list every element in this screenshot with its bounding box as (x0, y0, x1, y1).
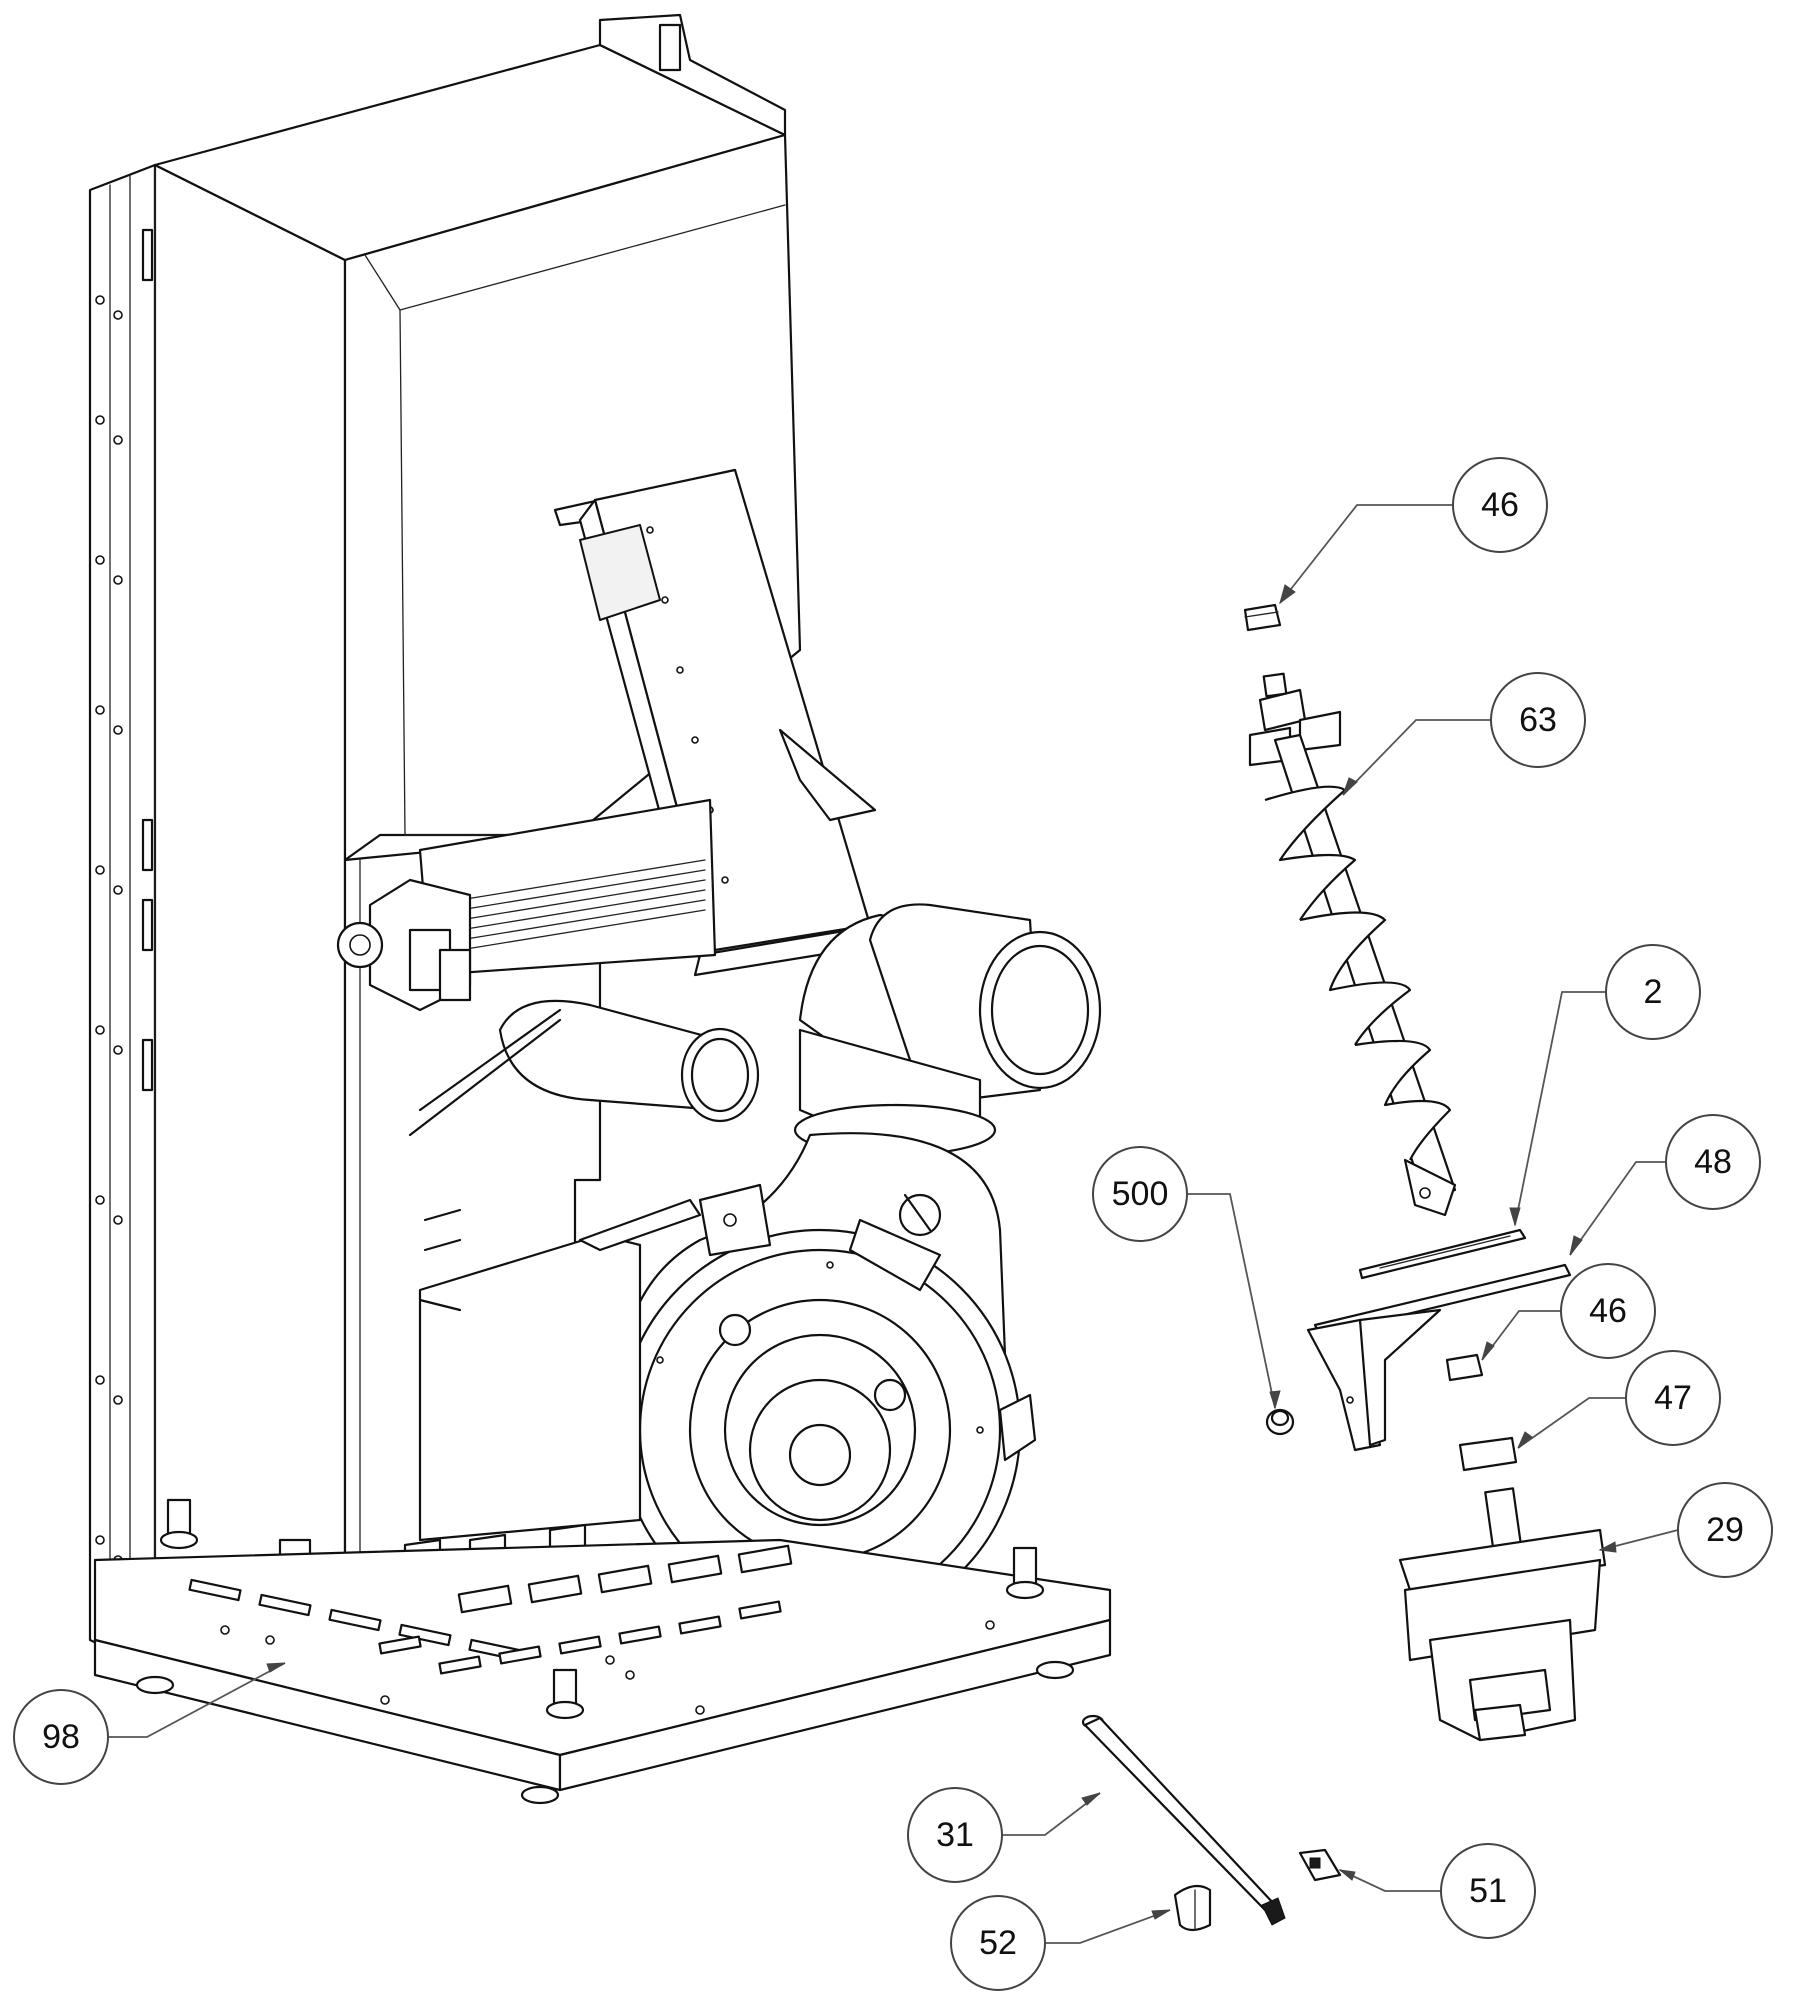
exhaust-elbow (793, 903, 1102, 1157)
svg-text:52: 52 (979, 1924, 1017, 1962)
part-51-clip (1298, 1848, 1342, 1882)
part-52-sleeve (1173, 1884, 1212, 1932)
callout-31: 31 (907, 1787, 1003, 1883)
svg-text:48: 48 (1694, 1143, 1732, 1181)
stove-body-assembly (88, 13, 1112, 1805)
callout-46-top: 46 (1452, 457, 1548, 553)
firebox-cover (418, 1198, 702, 1542)
svg-text:46: 46 (1481, 486, 1519, 524)
base-vent-slots (188, 1544, 793, 1675)
leader-lines (108, 504, 1679, 1944)
svg-text:31: 31 (936, 1816, 974, 1854)
part-48-motor-plate (1306, 1263, 1572, 1452)
part-29-gear-motor (1398, 1487, 1607, 1742)
callout-47: 47 (1625, 1350, 1721, 1446)
callout-29: 29 (1677, 1482, 1773, 1578)
part-46-lower-bushing (1445, 1353, 1484, 1382)
base-frame (93, 1498, 1112, 1805)
part-31-rod (1081, 1714, 1286, 1926)
part-2-gasket (1358, 1228, 1527, 1280)
callout-500: 500 (1092, 1146, 1188, 1242)
svg-text:500: 500 (1112, 1175, 1169, 1213)
main-side-face (153, 163, 347, 1672)
combustion-fan (617, 1132, 1037, 1632)
svg-text:98: 98 (42, 1718, 80, 1756)
part-63-auger-screw (1248, 672, 1457, 1217)
callout-52: 52 (950, 1895, 1046, 1991)
callout-51: 51 (1440, 1843, 1536, 1939)
callout-63: 63 (1490, 672, 1586, 768)
part-46-top-bushing (1243, 603, 1282, 632)
svg-text:63: 63 (1519, 701, 1557, 739)
flue-pipe (408, 999, 760, 1137)
callout-98: 98 (13, 1689, 109, 1785)
svg-text:2: 2 (1644, 973, 1663, 1011)
svg-text:29: 29 (1706, 1511, 1744, 1549)
callout-48: 48 (1665, 1114, 1761, 1210)
svg-text:46: 46 (1589, 1292, 1627, 1330)
callout-2: 2 (1605, 944, 1701, 1040)
svg-text:47: 47 (1654, 1379, 1692, 1417)
horizontal-auger-tube (336, 798, 717, 1012)
part-47-coupling (1458, 1436, 1518, 1472)
part-500-plug (1265, 1408, 1295, 1436)
callout-46-mid: 46 (1560, 1263, 1656, 1359)
svg-text:51: 51 (1469, 1872, 1507, 1910)
